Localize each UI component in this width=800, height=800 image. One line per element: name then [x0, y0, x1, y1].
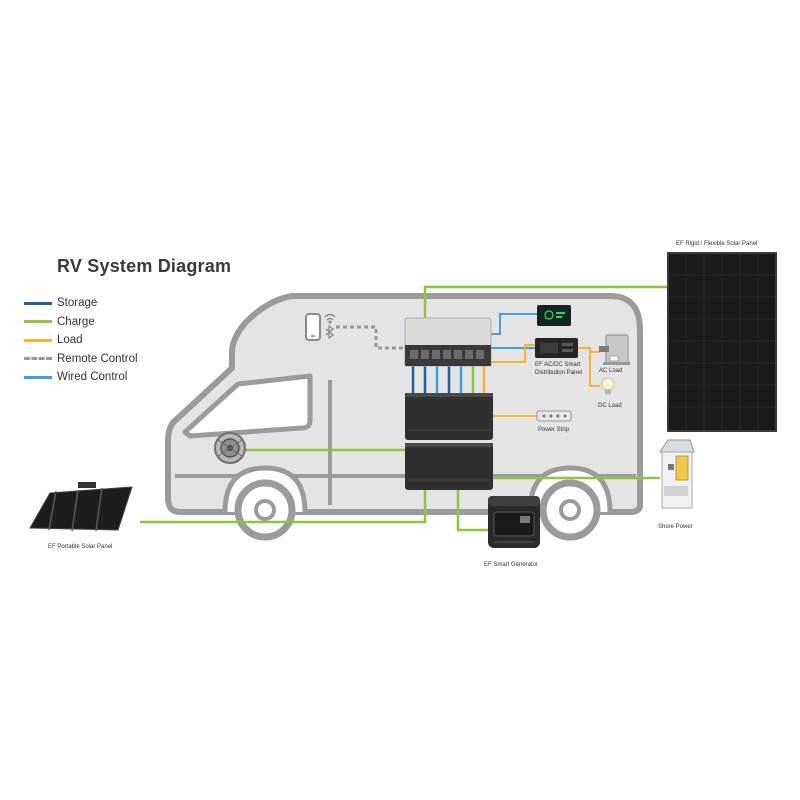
charge-swatch	[24, 320, 52, 324]
rv-body	[165, 293, 643, 541]
shore-power-label: Shore Power	[658, 524, 693, 530]
remote-control-swatch	[24, 357, 52, 361]
rigid-panel-label: EF Rigid / Flexible Solar Panel	[676, 241, 757, 247]
distribution-panel	[535, 338, 578, 358]
legend-item-storage: Storage	[24, 294, 138, 313]
connections	[140, 285, 668, 532]
load-line-dc	[589, 348, 600, 387]
legend-item-wired-control: Wired Control	[24, 368, 138, 387]
power-strip-label: Power Strip	[538, 427, 570, 433]
rear-hub	[559, 499, 581, 521]
phone-icon	[305, 313, 321, 341]
ac-load-label: AC Load	[599, 368, 622, 374]
bluetooth-icon	[325, 324, 335, 340]
power-hub	[404, 317, 492, 367]
legend-item-remote-control: Remote Control	[24, 350, 138, 369]
portable-solar-panel	[29, 482, 133, 532]
generator-charge-line	[456, 490, 488, 532]
legend-item-charge: Charge	[24, 313, 138, 332]
battery-lower	[405, 443, 493, 490]
smart-display	[537, 305, 571, 326]
legend-label: Storage	[57, 297, 98, 310]
load-line-distribution	[491, 344, 535, 363]
diagram-title: RV System Diagram	[57, 256, 232, 276]
rv-outline	[165, 293, 643, 515]
remote-control-line	[336, 325, 405, 350]
distribution-panel-label-1: EF AC/DC Smart	[535, 362, 581, 368]
light-bulb-icon	[601, 377, 615, 394]
legend-label: Wired Control	[57, 371, 128, 384]
portable-panel-label: EF Portable Solar Panel	[48, 544, 112, 550]
espresso-machine-icon	[599, 334, 630, 365]
wifi-icon	[324, 313, 336, 324]
distribution-panel-label-2: Distribution Panel	[535, 370, 582, 376]
smart-generator-label: EF Smart Generator	[484, 562, 538, 568]
portable-panel-charge-line	[140, 490, 427, 524]
power-strip-icon	[536, 410, 572, 422]
front-hub	[254, 499, 276, 521]
battery-upper	[405, 393, 493, 440]
smart-generator-icon	[488, 496, 540, 548]
rigid-solar-panel	[667, 252, 777, 432]
legend-label: Remote Control	[57, 352, 138, 365]
legend-label: Load	[57, 334, 83, 347]
legend: Storage Charge Load Remote Control Wired…	[24, 294, 138, 387]
alternator-icon	[214, 432, 246, 464]
dc-load-label: DC Load	[598, 403, 622, 409]
wired-control-line-display	[491, 313, 537, 335]
load-swatch	[24, 338, 52, 342]
legend-label: Charge	[57, 315, 95, 328]
legend-item-load: Load	[24, 331, 138, 350]
shore-power-pedestal-icon	[659, 439, 695, 509]
wired-control-swatch	[24, 375, 52, 379]
storage-swatch	[24, 301, 52, 305]
rigid-panel-charge-line	[423, 285, 668, 318]
windshield	[182, 373, 313, 439]
